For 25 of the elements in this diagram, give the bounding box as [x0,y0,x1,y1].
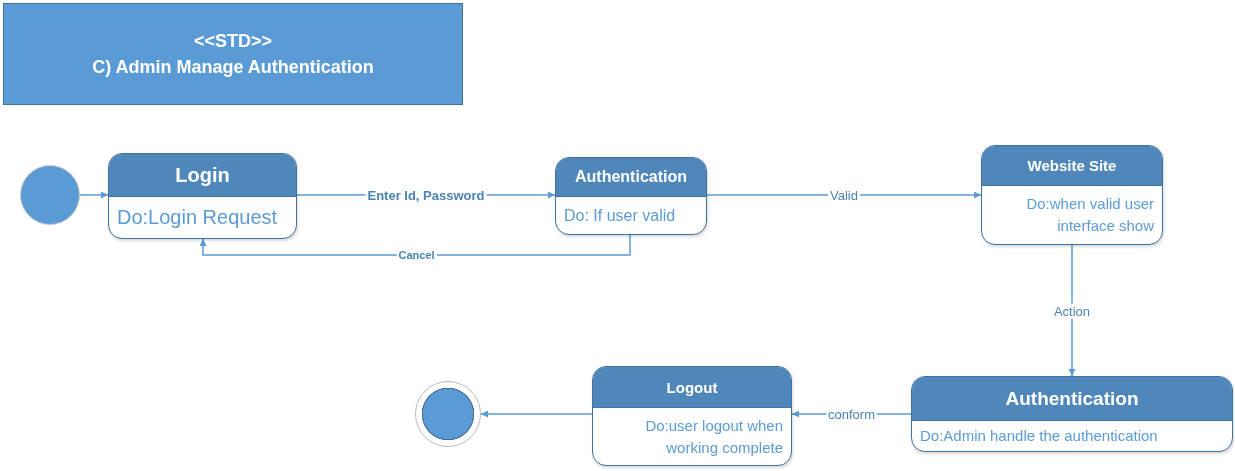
title-text: C) Admin Manage Authentication [92,56,374,79]
edge-label: Cancel [396,249,437,261]
state-activity: Do:when valid user interface show [1025,194,1154,236]
state-box [981,145,1163,245]
transition-arrow [199,234,631,256]
state-activity: Do:Admin handle the authentication [920,426,1159,447]
state-activity: Do:Login Request [117,205,279,230]
state-box [592,366,792,466]
title-text: <<STD>> [193,29,272,53]
state-name: Authentication [556,158,706,197]
transition-arrow [79,191,109,199]
state-box [108,153,297,239]
transition-arrow [480,410,593,418]
transition-arrow [1068,244,1076,377]
state-name: Login [109,154,296,197]
title-box [3,3,463,105]
state-name: Authentication [912,377,1232,422]
state-activity: Do: If user valid [564,205,677,226]
edge-label: Action [1051,303,1093,318]
transition-arrow [706,191,982,199]
state-name: Website Site [982,146,1162,186]
state-box [911,376,1233,452]
state-box [555,157,707,235]
state-activity: Do:user logout when working complete [644,415,783,458]
state-name: Logout [593,367,791,408]
